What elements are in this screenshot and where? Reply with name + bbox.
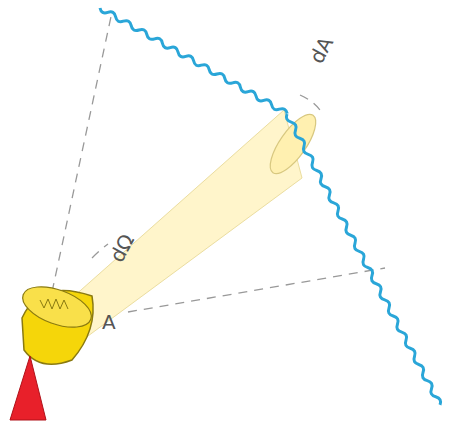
area-label: dA [306, 34, 336, 67]
hemisphere-rim [17, 279, 96, 336]
filament [40, 299, 68, 309]
red-marker [10, 356, 46, 420]
source-area-label: A [102, 312, 116, 332]
dashed-guides [52, 12, 385, 312]
wavy-surface [100, 8, 287, 114]
wavy-surface [286, 114, 440, 405]
light-beam [72, 110, 302, 336]
